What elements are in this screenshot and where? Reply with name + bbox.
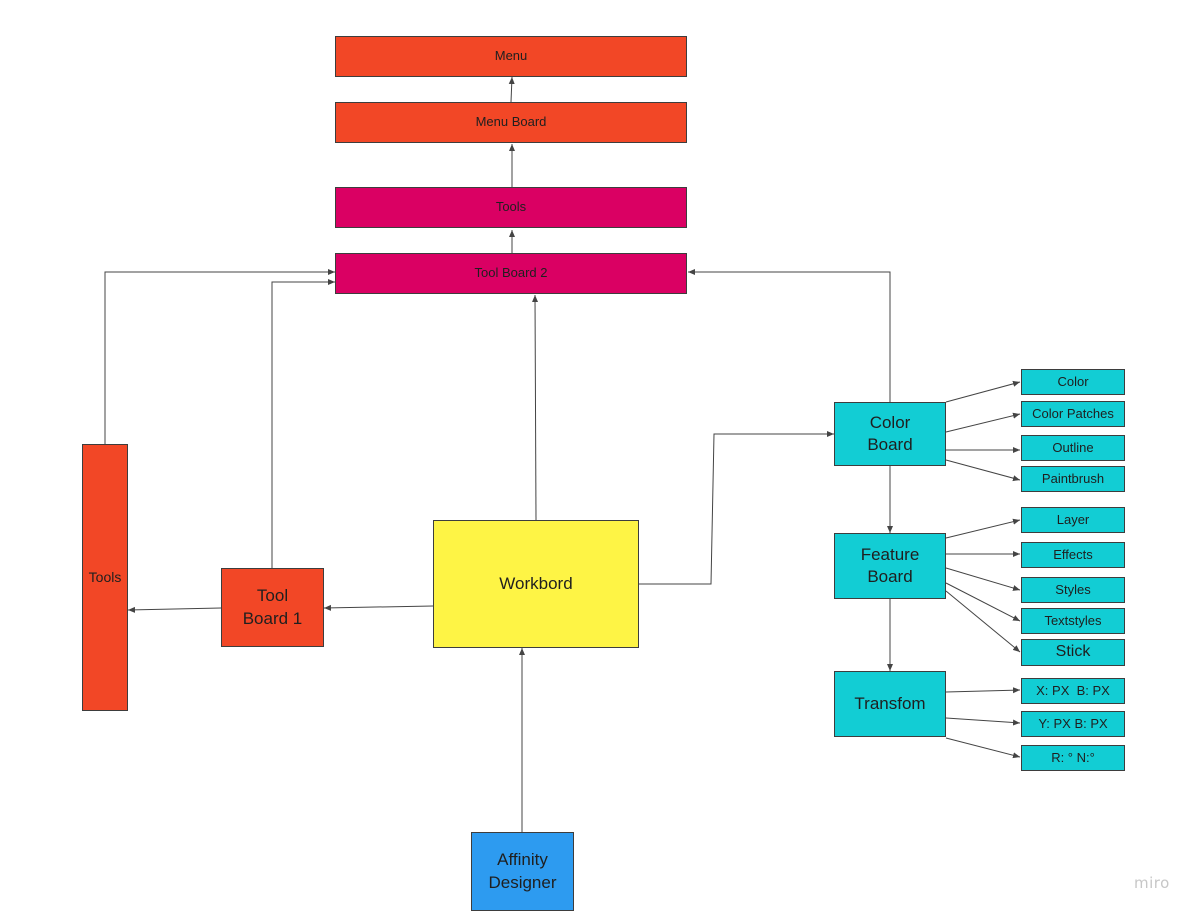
effects-node[interactable]: Effects bbox=[1021, 542, 1125, 568]
color-patches-node[interactable]: Color Patches bbox=[1021, 401, 1125, 427]
edge-tool-board-1-to-tool-board-2 bbox=[271, 279, 335, 568]
edge-feature-board-to-styles bbox=[945, 567, 1021, 591]
textstyles-node[interactable]: Textstyles bbox=[1021, 608, 1125, 634]
tools-left-node[interactable]: Tools bbox=[82, 444, 128, 711]
edge-workbord-to-tool-board-1 bbox=[323, 604, 434, 611]
edge-feature-board-to-layer bbox=[945, 518, 1021, 539]
xb-node[interactable]: X: PX B: PX bbox=[1021, 678, 1125, 704]
styles-node[interactable]: Styles bbox=[1021, 577, 1125, 603]
edge-transform-to-rn bbox=[945, 737, 1021, 759]
feature-board-node[interactable]: Feature Board bbox=[834, 533, 946, 599]
tools-top-node[interactable]: Tools bbox=[335, 187, 687, 228]
edge-color-board-to-color bbox=[945, 380, 1021, 403]
color-node[interactable]: Color bbox=[1021, 369, 1125, 395]
edge-workbord-to-tool-board-2 bbox=[532, 294, 539, 521]
edge-workbord-to-color-board bbox=[639, 431, 834, 585]
yb-node[interactable]: Y: PX B: PX bbox=[1021, 711, 1125, 737]
edge-color-board-to-paintbrush bbox=[945, 459, 1021, 482]
edge-transform-to-xb bbox=[945, 687, 1021, 694]
stick-node[interactable]: Stick bbox=[1021, 639, 1125, 666]
edge-tool-board-1-to-tools-left bbox=[127, 606, 222, 613]
layer-node[interactable]: Layer bbox=[1021, 507, 1125, 533]
outline-node[interactable]: Outline bbox=[1021, 435, 1125, 461]
transform-node[interactable]: Transfom bbox=[834, 671, 946, 737]
paintbrush-node[interactable]: Paintbrush bbox=[1021, 466, 1125, 492]
edge-feature-board-to-stick bbox=[945, 590, 1021, 653]
color-board-node[interactable]: Color Board bbox=[834, 402, 946, 466]
tool-board-1-node[interactable]: Tool Board 1 bbox=[221, 568, 324, 647]
edge-color-board-to-tool-board-2 bbox=[688, 269, 891, 402]
miro-watermark: miro bbox=[1134, 874, 1170, 892]
affinity-designer-node[interactable]: Affinity Designer bbox=[471, 832, 574, 911]
edge-transform-to-yb bbox=[945, 717, 1021, 726]
tool-board-2-node[interactable]: Tool Board 2 bbox=[335, 253, 687, 294]
edge-feature-board-to-textstyles bbox=[945, 582, 1021, 622]
workbord-node[interactable]: Workbord bbox=[433, 520, 639, 648]
edge-color-board-to-color-patches bbox=[945, 412, 1021, 433]
menu-board-node[interactable]: Menu Board bbox=[335, 102, 687, 143]
edge-menu-board-to-menu bbox=[508, 76, 515, 103]
edge-tools-left-to-tool-board-2 bbox=[104, 269, 335, 444]
rn-node[interactable]: R: ° N:° bbox=[1021, 745, 1125, 771]
menu-node[interactable]: Menu bbox=[335, 36, 687, 77]
